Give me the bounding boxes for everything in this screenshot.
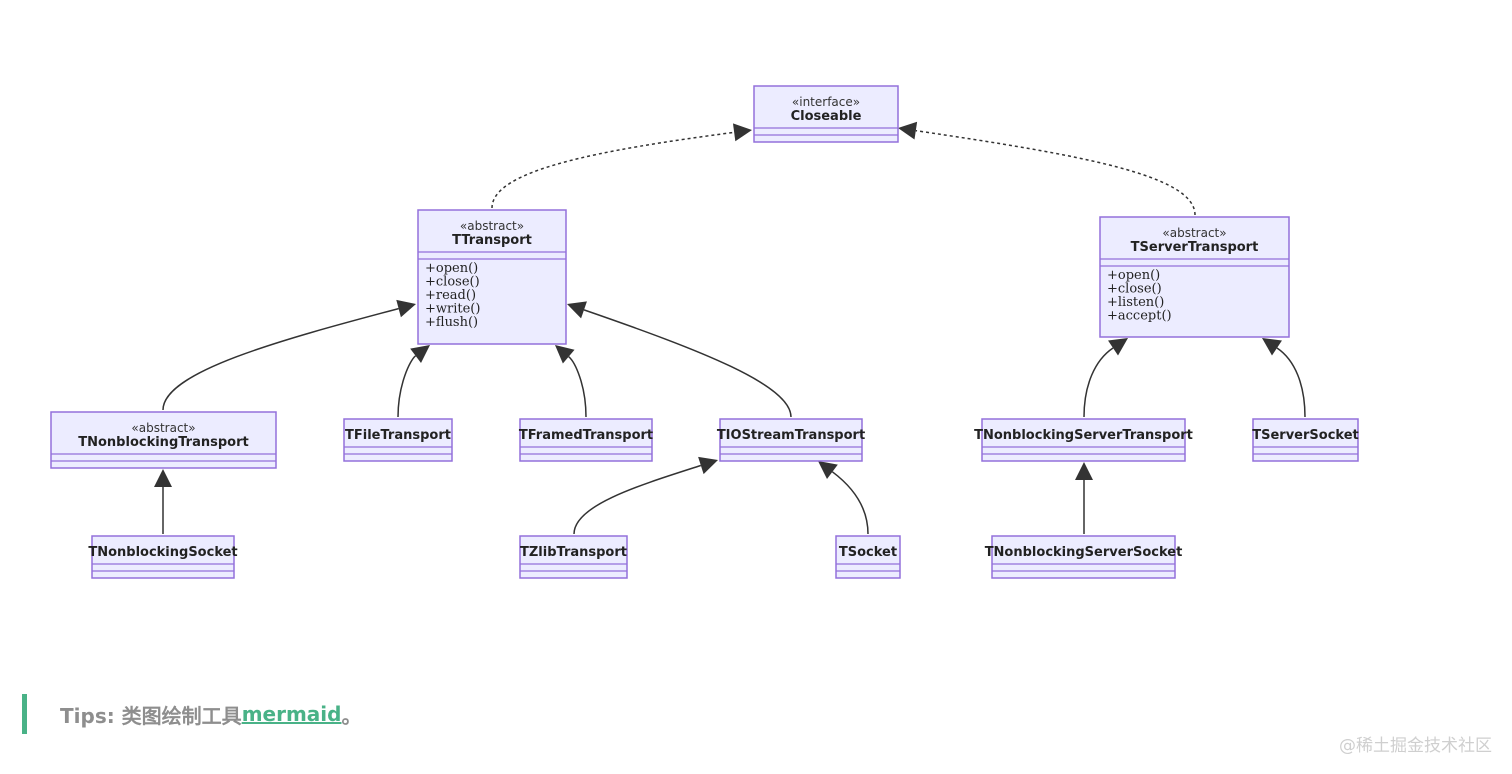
class-box [753, 85, 899, 143]
class-name: Closeable [791, 109, 862, 124]
edge-line [831, 471, 869, 535]
edge-tnonblockingservertransport-to-tservertransport [1083, 338, 1128, 418]
class-stereotype: «abstract» [460, 219, 524, 233]
class-name: TServerTransport [1131, 240, 1259, 255]
class-tframedtransport: TFramedTransport [519, 418, 653, 462]
arrowhead-icon [698, 456, 718, 475]
edge-line [583, 309, 792, 418]
class-box [1099, 216, 1290, 338]
class-tfiletransport: TFileTransport [343, 418, 453, 462]
class-closeable: «interface»Closeable [753, 85, 899, 143]
class-method: +open() [1107, 268, 1160, 283]
edge-tservertransport-to-closeable [898, 121, 1196, 216]
arrowhead-icon [396, 299, 416, 318]
edge-tnonblockingsocket-to-tnonblockingtransport [154, 469, 172, 534]
class-diagram: «interface»Closeable«abstract»TTransport… [50, 85, 1359, 579]
arrowhead-icon [818, 461, 838, 479]
class-tnonblockingservertransport: TNonblockingServerTransport [974, 418, 1193, 462]
class-method: +flush() [425, 315, 478, 330]
class-method: +accept() [1107, 309, 1172, 324]
edge-line [162, 307, 399, 411]
edge-line [1276, 347, 1306, 418]
class-name: TIOStreamTransport [717, 428, 865, 443]
class-tsocket: TSocket [835, 535, 901, 579]
class-box [50, 411, 277, 469]
class-name: TSocket [839, 545, 897, 560]
class-name: TFramedTransport [519, 428, 653, 443]
class-stereotype: «abstract» [1162, 226, 1226, 240]
class-tnonblockingsocket: TNonblockingSocket [88, 535, 238, 579]
tips-text: Tips: 类图绘制工具 [60, 703, 242, 728]
class-name: TTransport [452, 233, 532, 248]
class-name: TZlibTransport [520, 545, 627, 560]
class-name: TNonblockingServerSocket [985, 545, 1183, 560]
arrowhead-icon [567, 301, 587, 319]
edge-tsocket-to-tiostreamtransport [818, 461, 869, 535]
edge-line [573, 464, 702, 535]
edge-tfiletransport-to-ttransport [397, 345, 430, 418]
edge-tframedtransport-to-ttransport [555, 345, 587, 418]
class-tnonblockingserversocket: TNonblockingServerSocket [985, 535, 1183, 579]
class-name: TServerSocket [1252, 428, 1359, 443]
arrowhead-icon [898, 121, 918, 140]
class-name: TNonblockingTransport [78, 435, 248, 450]
class-method: +listen() [1107, 295, 1164, 310]
edge-line [397, 355, 417, 418]
class-stereotype: «interface» [792, 95, 860, 109]
mermaid-link[interactable]: mermaid [241, 702, 342, 726]
class-tzlibtransport: TZlibTransport [519, 535, 628, 579]
edge-tnonblockingtransport-to-ttransport [162, 299, 416, 411]
edge-ttransport-to-closeable [491, 123, 752, 209]
edge-tiostreamtransport-to-ttransport [567, 301, 792, 418]
arrowhead-icon [1108, 338, 1128, 356]
edge-tzlibtransport-to-tiostreamtransport [573, 456, 718, 535]
arrowhead-icon [154, 469, 172, 487]
arrowhead-icon [555, 345, 575, 364]
class-tserversocket: TServerSocket [1252, 418, 1359, 462]
edge-line [915, 129, 1196, 216]
class-tservertransport: «abstract»TServerTransport +open()+close(… [1099, 216, 1290, 338]
arrowhead-icon [1262, 338, 1282, 356]
class-tiostreamtransport: TIOStreamTransport [717, 418, 865, 462]
class-method: +open() [425, 261, 478, 276]
arrowhead-icon [732, 123, 752, 142]
edge-line [568, 356, 587, 418]
watermark: @稀土掘金技术社区 [1339, 736, 1492, 756]
class-name: TNonblockingSocket [88, 545, 237, 560]
class-name: TNonblockingServerTransport [974, 428, 1193, 443]
class-method: +write() [425, 302, 480, 317]
class-method: +close() [1107, 282, 1162, 297]
class-box [417, 209, 567, 345]
class-method: +read() [425, 288, 476, 303]
class-stereotype: «abstract» [131, 421, 195, 435]
edge-tnonblockingserversocket-to-tnonblockingservertransport [1075, 462, 1093, 535]
tips-suffix: 。 [341, 703, 362, 728]
edge-line [1083, 347, 1114, 418]
edge-tserversocket-to-tservertransport [1262, 338, 1306, 418]
arrowhead-icon [1075, 462, 1093, 480]
class-method: +close() [425, 275, 480, 290]
class-tnonblockingtransport: «abstract»TNonblockingTransport [50, 411, 277, 469]
class-name: TFileTransport [345, 428, 451, 443]
edge-line [491, 131, 735, 209]
arrowhead-icon [410, 345, 430, 363]
class-ttransport: «abstract»TTransport +open()+close()+read… [417, 209, 567, 345]
